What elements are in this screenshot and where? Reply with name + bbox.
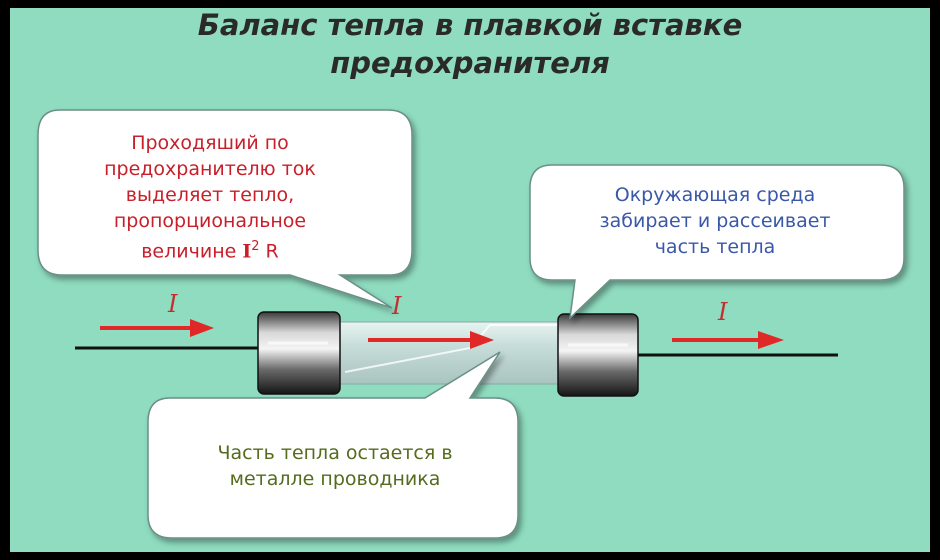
fuse-cap-left [257,311,341,395]
heat-line-5-prefix: величине [141,240,243,263]
current-label-right: I [718,298,728,326]
fuse-glass-body [329,321,571,385]
heat-line-5: величине I2 R [60,234,360,264]
metal-text: Часть тепла остается в металле проводник… [170,440,500,492]
page-title: Баланс тепла в плавкой вставке предохран… [0,6,940,82]
environment-line-1: Окружающая среда [614,184,816,206]
bubble-metal [147,351,519,539]
formula-exponent: 2 [251,239,260,254]
current-arrow-right [672,331,784,349]
current-label-middle: I [392,292,402,320]
title-line-2: предохранителя [330,46,610,80]
current-arrow-left [100,319,214,337]
environment-line-2: забирает и рассеивает [599,210,831,232]
current-label-left: I [168,290,178,318]
heat-line-4: пропорциональное [113,210,307,232]
metal-line-1: Часть тепла остается в [217,442,453,464]
current-arrow-middle [368,331,494,349]
fuse-cap-right [557,313,639,397]
environment-text: Окружающая среда забирает и рассеивает ч… [555,182,875,260]
formula-tail: R [259,240,279,263]
title-line-1: Баланс тепла в плавкой вставке [197,8,743,42]
heat-line-1: Проходяший по [131,132,289,154]
bubble-environment [529,164,905,321]
heat-line-3: выделяет тепло, [125,184,295,206]
metal-line-2: металле проводника [229,468,441,490]
formula-base: I [242,240,252,263]
environment-line-3: часть тепла [654,236,776,258]
heat-generated-text: Проходяший по предохранителю ток выделяе… [60,130,360,264]
bubble-heat-generated [37,109,413,309]
heat-line-2: предохранителю ток [104,158,316,180]
